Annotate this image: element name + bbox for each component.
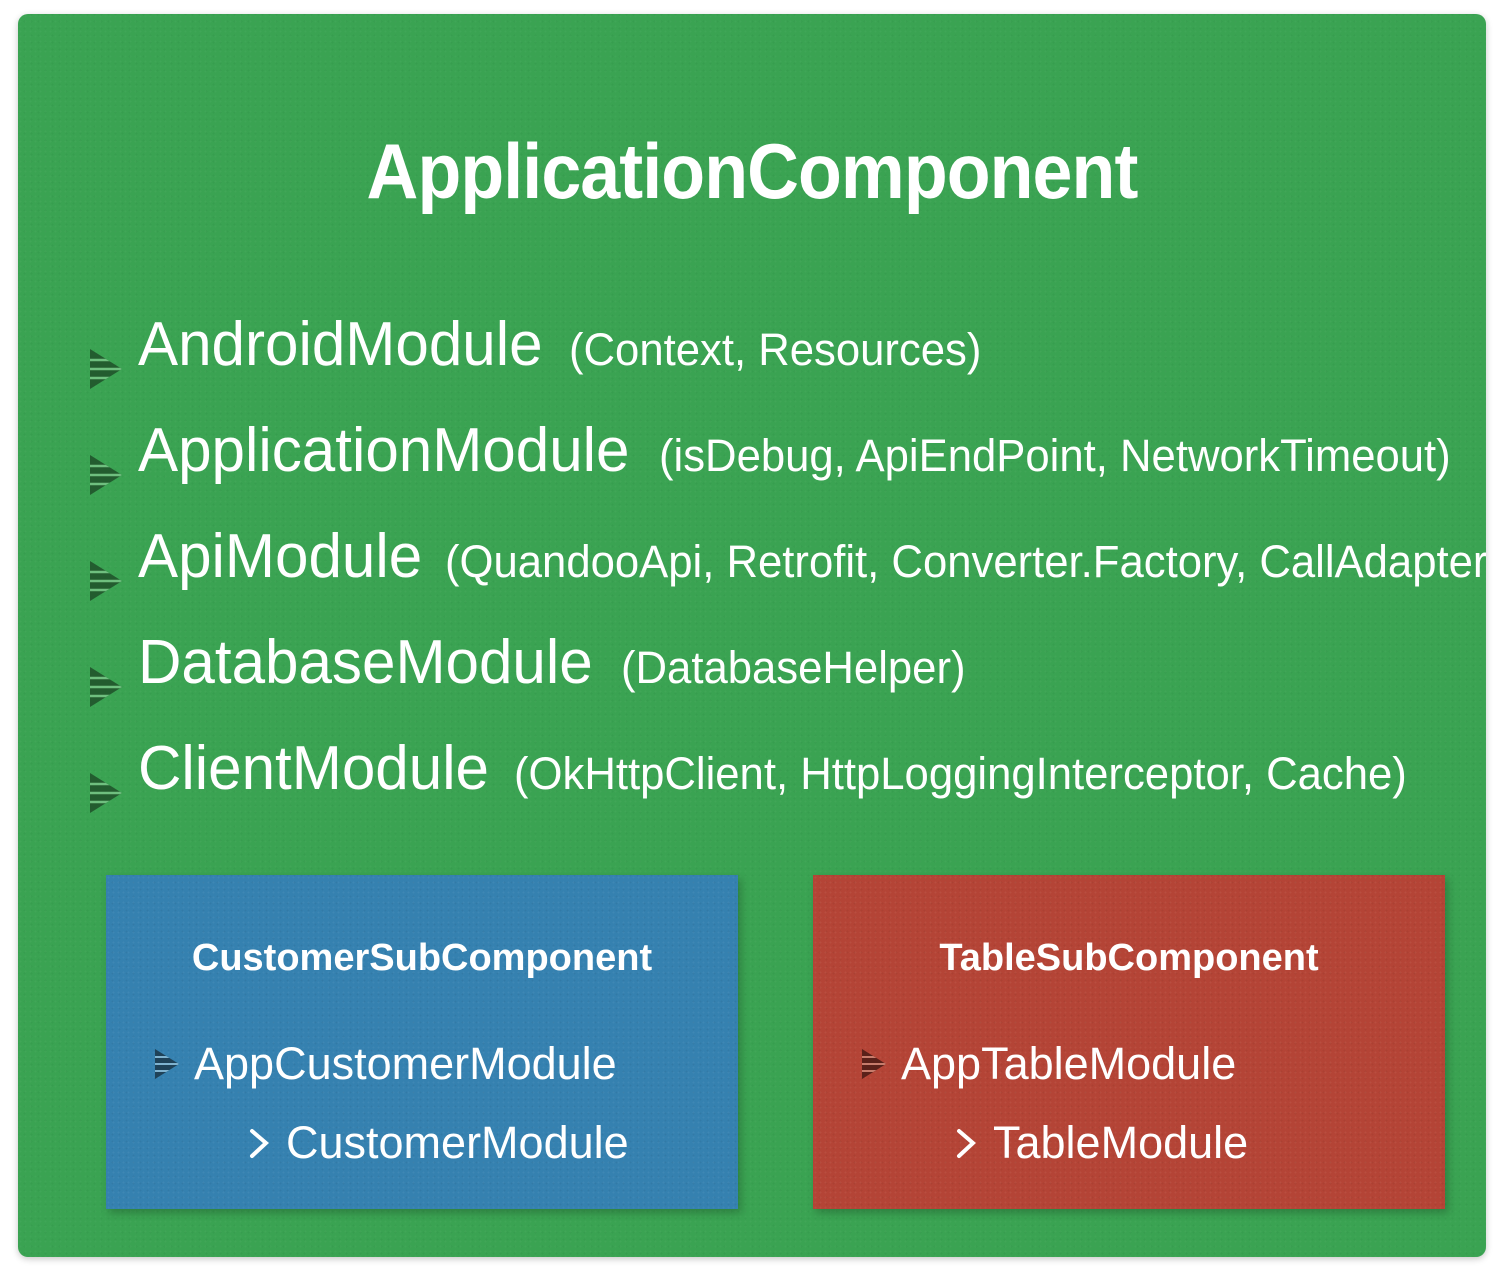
module-args: (Context, Resources): [569, 324, 982, 375]
subcomponent-primary-module-row[interactable]: AppCustomerModule: [152, 1041, 617, 1086]
subcomponent-nested-module-row[interactable]: CustomerModule: [246, 1120, 629, 1165]
module-args: (isDebug, ApiEndPoint, NetworkTimeout): [658, 430, 1451, 481]
subcomponent-primary-module-label: AppTableModule: [901, 1038, 1237, 1089]
module-args: (OkHttpClient, HttpLoggingInterceptor, C…: [513, 748, 1407, 799]
module-args: (DatabaseHelper): [620, 642, 966, 693]
subcomponent-nested-module-row[interactable]: TableModule: [953, 1120, 1248, 1165]
module-name: AndroidModule: [138, 310, 543, 379]
subcomponent-primary-module-label: AppCustomerModule: [194, 1038, 617, 1089]
list-item[interactable]: ClientModule (OkHttpClient, HttpLoggingI…: [86, 738, 1466, 844]
module-name: ClientModule: [138, 734, 490, 803]
striped-triangle-icon: [86, 452, 126, 498]
subcomponent-nested-module-label: CustomerModule: [286, 1117, 629, 1168]
striped-triangle-icon: [86, 770, 126, 816]
striped-triangle-icon: [152, 1047, 182, 1081]
subcomponent-customer[interactable]: CustomerSubComponent AppCustomerModule: [106, 875, 738, 1209]
list-item[interactable]: AndroidModule (Context, Resources): [86, 314, 1466, 420]
module-name: ApplicationModule: [138, 416, 630, 485]
striped-triangle-icon: [86, 558, 126, 604]
subcomponent-table[interactable]: TableSubComponent AppTableModule: [813, 875, 1445, 1209]
module-name: ApiModule: [138, 522, 423, 591]
striped-triangle-icon: [86, 664, 126, 710]
striped-triangle-icon: [859, 1047, 889, 1081]
module-list: AndroidModule (Context, Resources) Appli…: [86, 314, 1486, 844]
module-args: (QuandooApi, Retrofit, Converter.Factory…: [444, 536, 1486, 587]
subcomponent-title: TableSubComponent: [939, 937, 1319, 979]
subcomponent-title: CustomerSubComponent: [191, 937, 653, 979]
chevron-right-icon: [246, 1126, 272, 1160]
list-item[interactable]: ApplicationModule (isDebug, ApiEndPoint,…: [86, 420, 1466, 526]
list-item[interactable]: DatabaseModule (DatabaseHelper): [86, 632, 1466, 738]
subcomponent-primary-module-row[interactable]: AppTableModule: [859, 1041, 1236, 1086]
striped-triangle-icon: [86, 346, 126, 392]
page-title: ApplicationComponent: [366, 127, 1139, 215]
module-name: DatabaseModule: [138, 628, 593, 697]
subcomponent-nested-module-label: TableModule: [993, 1117, 1249, 1168]
chevron-right-icon: [953, 1126, 979, 1160]
list-item[interactable]: ApiModule (QuandooApi, Retrofit, Convert…: [86, 522, 1486, 632]
slide-card: ApplicationComponent AndroidModule (Con: [18, 14, 1486, 1257]
